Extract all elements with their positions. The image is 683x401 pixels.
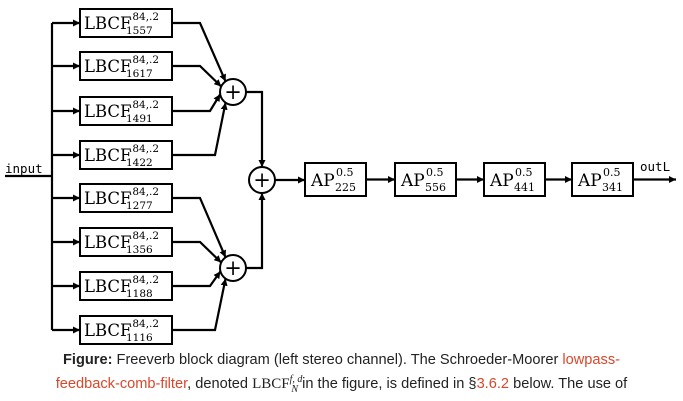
- allpass-delay: 225: [335, 181, 356, 194]
- sum-symbol: +: [253, 168, 271, 192]
- comb-filter-label: LBCF: [84, 321, 131, 340]
- comb-filter-block: [79, 8, 173, 38]
- caption-math-sup: f, d: [289, 374, 303, 385]
- comb-filter-block: [79, 271, 173, 301]
- freeverb-block-diagram: input outL LBCF.84,.21557LBCF.84,.21617L…: [5, 8, 676, 345]
- allpass-filter-block: [571, 162, 634, 197]
- allpass-gain: 0.5: [603, 166, 621, 179]
- summing-junction: [248, 166, 276, 194]
- comb-filter-params: .84,.2: [129, 99, 159, 111]
- summing-junction: [219, 78, 247, 106]
- allpass-filter-block: [394, 162, 457, 197]
- comb-filter-block: [79, 315, 173, 345]
- comb-filter-label: LBCF: [84, 57, 131, 76]
- comb-output-wire: [172, 102, 228, 157]
- comb-filter-label: LBCF: [84, 233, 131, 252]
- comb-filter-label: LBCF: [84, 102, 131, 121]
- caption-link-feedback-comb-filter[interactable]: feedback-comb-filter: [55, 376, 188, 392]
- comb-filter-label: LBCF: [84, 189, 131, 208]
- caption-math-sub: N: [291, 384, 299, 395]
- comb-filter-delay: 1116: [126, 332, 153, 344]
- comb-filter-block: [79, 96, 173, 126]
- comb-filter-params: .84,.2: [129, 54, 159, 66]
- comb-filter-block: [79, 51, 173, 81]
- comb-filter-params: .84,.2: [129, 274, 159, 286]
- allpass-gain: 0.5: [426, 166, 444, 179]
- allpass-delay: 556: [425, 181, 446, 194]
- comb-output-wire: [172, 64, 222, 88]
- allpass-label: AP: [400, 171, 425, 191]
- caption-math-base: LBCF: [252, 376, 290, 392]
- allpass-label: AP: [577, 171, 602, 191]
- caption-label: Figure:: [63, 352, 113, 368]
- comb-filter-delay: 1617: [126, 68, 153, 80]
- allpass-delay: 341: [602, 181, 623, 194]
- allpass-filter-block: [483, 162, 546, 197]
- comb-filter-label: LBCF: [84, 146, 131, 165]
- comb-filter-params: .84,.2: [129, 186, 159, 198]
- caption-text-2: , denoted: [187, 376, 249, 392]
- caption-text-1: Freeverb block diagram (left stereo chan…: [116, 352, 559, 368]
- comb-filter-label: LBCF: [84, 14, 131, 33]
- caption-text-4: below. The use of: [513, 376, 628, 392]
- caption-link-section[interactable]: 3.6.2: [476, 376, 510, 392]
- signal-wires: [5, 19, 676, 334]
- caption-link-lowpass[interactable]: lowpass-: [562, 352, 620, 368]
- comb-filter-delay: 1422: [126, 157, 153, 169]
- comb-output-wire: [172, 21, 227, 82]
- comb-filter-delay: 1491: [126, 113, 153, 125]
- allpass-label: AP: [310, 171, 335, 191]
- caption-math-lbcf: LBCFf, dN: [252, 374, 302, 395]
- comb-filter-block: [79, 183, 173, 213]
- allpass-delay: 441: [514, 181, 535, 194]
- comb-output-wire: [172, 93, 222, 113]
- comb-filter-params: .84,.2: [129, 318, 159, 330]
- comb-filter-delay: 1356: [126, 244, 153, 256]
- comb-filter-delay: 1557: [126, 25, 153, 37]
- partial-sum-wire: [246, 193, 266, 270]
- comb-filter-delay: 1277: [126, 200, 153, 212]
- output-label: outL: [640, 159, 670, 174]
- allpass-label: AP: [489, 171, 514, 191]
- comb-filter-block: [79, 227, 173, 257]
- allpass-filter-block: [304, 162, 367, 197]
- summing-junction: [219, 254, 247, 282]
- figure-caption: Figure: Freeverb block diagram (left ste…: [10, 350, 673, 400]
- comb-filter-params: .84,.2: [129, 230, 159, 242]
- caption-text-3: in the figure, is defined in §: [302, 376, 477, 392]
- comb-filter-block: [79, 140, 173, 170]
- partial-sum-wire: [246, 90, 266, 167]
- summing-junctions: + + +: [219, 78, 276, 282]
- allpass-gain: 0.5: [336, 166, 354, 179]
- allpass-gain: 0.5: [515, 166, 533, 179]
- input-label: input: [5, 161, 43, 176]
- sum-symbol: +: [224, 80, 242, 104]
- caption-line-1: Figure: Freeverb block diagram (left ste…: [10, 350, 673, 370]
- comb-filter-params: .84,.2: [129, 143, 159, 155]
- comb-filter-delay: 1188: [126, 288, 153, 300]
- comb-filter-bank: LBCF.84,.21557LBCF.84,.21617LBCF.84,.214…: [79, 8, 173, 345]
- comb-output-wire: [172, 270, 222, 288]
- comb-output-wire: [172, 240, 222, 264]
- caption-line-2: feedback-comb-filter, denoted LBCFf, dN …: [10, 370, 673, 400]
- comb-filter-label: LBCF: [84, 277, 131, 296]
- comb-filter-params: .84,.2: [129, 11, 159, 23]
- sum-symbol: +: [224, 256, 242, 280]
- comb-output-wire: [172, 196, 227, 258]
- comb-output-wire: [172, 278, 228, 332]
